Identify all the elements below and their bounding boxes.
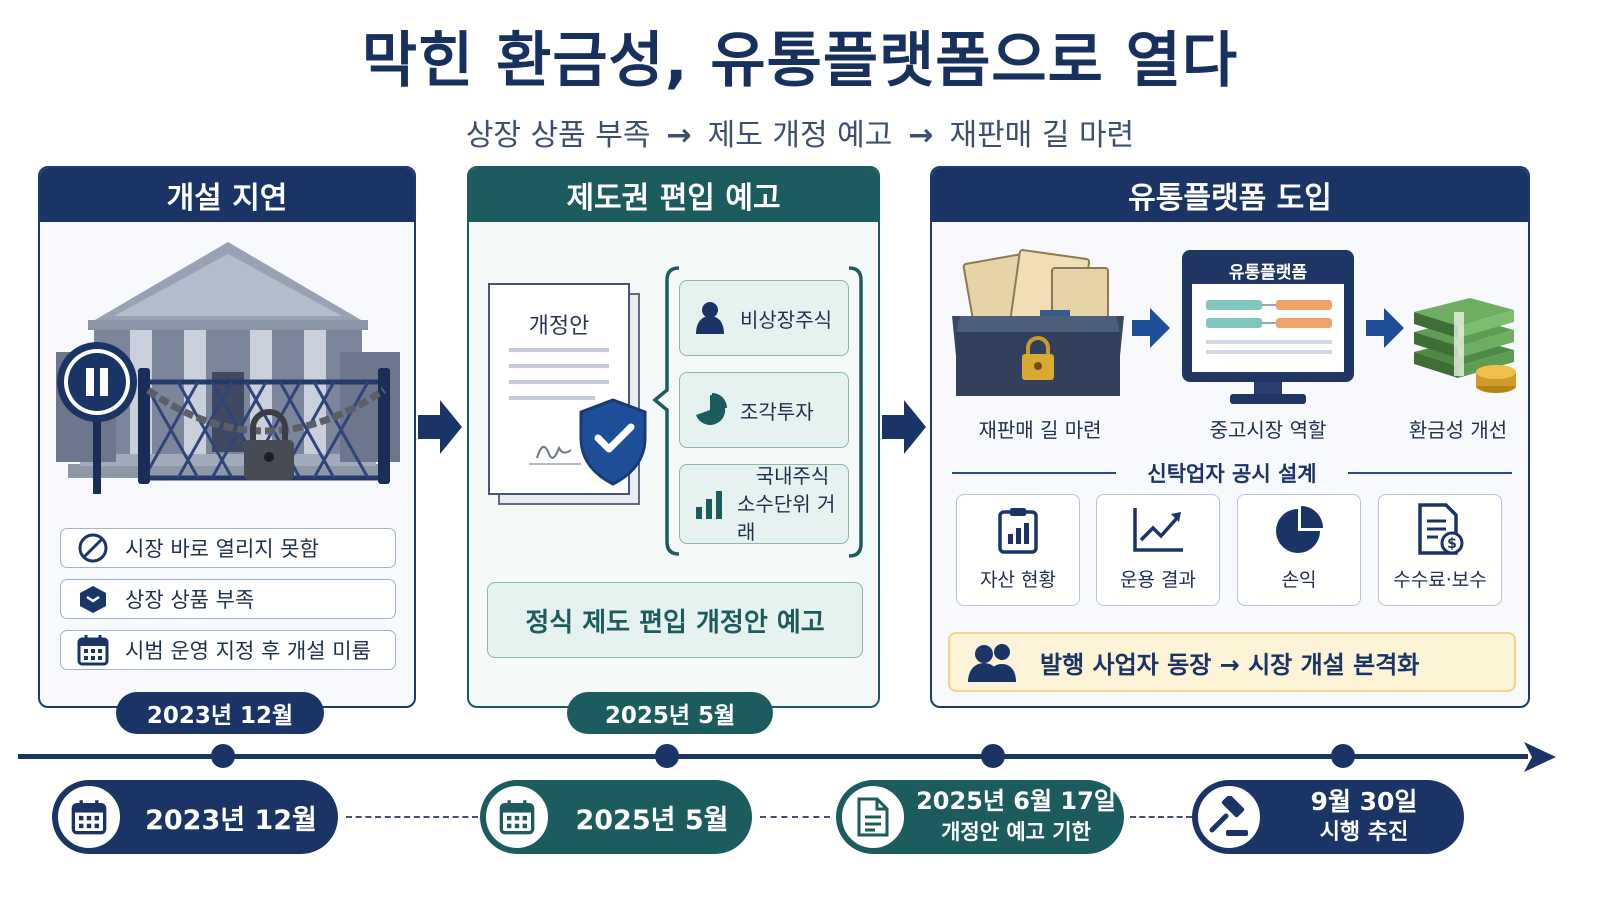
person-icon [680,301,740,335]
issuer-banner-text: 발행 사업자 동장 → 시장 개설 본격화 [1040,650,1420,679]
money-stack-illustration [1414,298,1516,393]
timeline-dot [981,744,1005,768]
timeline-dot [655,744,679,768]
timeline-node-text: 2025년 6월 17일 개정안 예고 기한 [908,786,1124,848]
amendment-doc-label: 개정안 [528,314,590,339]
pie-chart-icon [680,393,740,427]
list-item-label: 상장 상품 부족 [125,588,255,612]
platform-monitor-illustration [1182,250,1354,404]
panel-institutional-notice: 제도권 편입 예고 개정안 비상장주식 조각투자 국내주식 소수 [467,166,880,708]
timeline-node: 2025년 6월 17일 개정안 예고 기한 [836,780,1124,854]
timeline-node-text: 9월 30일 시행 추진 [1264,786,1464,848]
svg-text:$: $ [1447,536,1457,552]
panel-institutional-notice-title: 제도권 편입 예고 [469,168,878,222]
timeline-node-sublabel: 개정안 예고 기한 [941,820,1091,844]
list-item-label: 비상장주식 [740,307,832,332]
flow-step-label: 환금성 개선 [1408,418,1508,442]
panel-platform-introduction-title: 유통플랫폼 도입 [932,168,1528,222]
list-item-label: 시장 바로 열리지 못함 [125,537,319,561]
timeline-node-label: 2025년 5월 [575,804,729,836]
timeline-node: 2023년 12월 [52,780,338,854]
panel-opening-delay: 개설 지연 [38,166,416,708]
subtitle: 상장 상품 부족 → 제도 개정 예고 → 재판매 길 마련 [0,110,1600,154]
bar-chart-icon [680,489,737,519]
disclosure-card-label: 손익 [1281,569,1317,591]
timeline-node: 9월 30일 시행 추진 [1192,780,1464,854]
bracket-divider [652,266,680,556]
panel-platform-introduction: 유통플랫폼 도입 유통플랫폼 [930,166,1530,708]
timeline-connector [1130,816,1192,818]
users-icon [950,642,1040,682]
list-item: 시장 바로 열리지 못함 [60,528,396,568]
timeline-arrowhead-icon [1524,742,1556,772]
locked-box-illustration [952,249,1124,396]
flow-arrow-icon [882,400,926,454]
subtitle-step-2: 제도 개정 예고 [707,118,893,153]
list-item-label: 국내주식 [755,464,830,488]
flow-step-label: 중고시장 역할 [1209,418,1327,442]
timeline-axis [18,754,1528,759]
timeline-connector [346,816,478,818]
list-item: 비상장주식 [679,280,849,356]
notice-box: 정식 제도 편입 개정안 예고 [487,582,863,658]
calendar-icon [482,782,552,852]
timeline-node-sublabel: 시행 추진 [1319,820,1409,845]
flow-arrow-icon [1366,308,1404,348]
disclosure-card: 운용 결과 [1096,494,1220,606]
timeline-connector [760,816,830,818]
fee-document-icon: $ [1379,495,1501,565]
timeline-node: 2025년 5월 [480,780,752,854]
list-item: 국내주식 소수단위 거래 [679,464,849,544]
list-item-text: 국내주식 소수단위 거래 [737,462,848,546]
bracket-divider [848,266,863,558]
locked-bank-illustration [56,242,400,494]
list-item: 조각투자 [679,372,849,448]
disclosure-card: $ 수수료·보수 [1378,494,1502,606]
page-title: 막힌 환금성, 유통플랫폼으로 열다 [361,26,1239,96]
disclosure-card-label: 자산 현황 [980,569,1056,591]
prohibited-icon [61,532,125,564]
flow-arrow-icon [418,400,462,454]
list-item-label: 조각투자 [740,399,814,424]
list-item-label: 소수단위 거래 [737,492,836,544]
subtitle-arrow: → [666,118,692,153]
subtitle-step-1: 상장 상품 부족 [465,118,651,153]
calendar-icon [54,782,124,852]
disclosure-title: 신탁업자 공시 설계 [1116,458,1348,488]
timeline-dot [211,744,235,768]
document-icon [838,782,908,852]
list-item-label: 시범 운영 지정 후 개설 미룸 [125,639,371,663]
line-chart-icon [1097,495,1219,565]
timeline-dot [1331,744,1355,768]
disclosure-card-label: 수수료·보수 [1393,569,1487,591]
flow-arrow-icon [1132,308,1170,348]
list-item: 시범 운영 지정 후 개설 미룸 [60,630,396,670]
list-item: 상장 상품 부족 [60,579,396,619]
clipboard-chart-icon [957,495,1079,565]
disclosure-card: 자산 현황 [956,494,1080,606]
timeline-node-label: 2023년 12월 [145,804,317,836]
subtitle-step-3: 재판매 길 마련 [949,118,1135,153]
calendar-icon [61,633,125,667]
panel-opening-delay-title: 개설 지연 [40,168,414,222]
timeline-node-label: 2025년 6월 17일 [916,787,1116,815]
gavel-icon [1194,782,1264,852]
box-icon [61,583,125,615]
disclosure-card-label: 운용 결과 [1120,569,1196,591]
flow-step-label: 재판매 길 마련 [978,418,1102,442]
panel-institutional-notice-date: 2025년 5월 [567,692,773,734]
disclosure-card: 손익 [1237,494,1361,606]
subtitle-arrow: → [908,118,934,153]
amendment-document-illustration [488,283,647,505]
timeline-node-label: 9월 30일 [1310,787,1418,816]
pie-chart-icon [1238,495,1360,565]
panel-opening-delay-date: 2023년 12월 [116,692,324,734]
issuer-banner: 발행 사업자 동장 → 시장 개설 본격화 [948,632,1516,692]
notice-text: 정식 제도 편입 개정안 예고 [525,607,825,638]
platform-label: 유통플랫폼 [1228,263,1308,283]
